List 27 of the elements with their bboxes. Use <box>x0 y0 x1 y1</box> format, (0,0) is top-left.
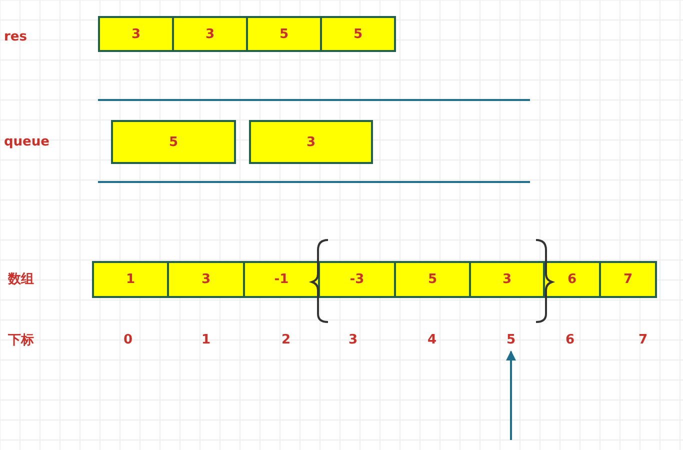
index-label: 4 <box>427 332 437 348</box>
row-label: res <box>4 30 27 44</box>
array-cell: 1 <box>92 261 169 298</box>
array-cell: 7 <box>599 261 657 298</box>
index-label: 0 <box>123 332 133 348</box>
array-cell: 5 <box>394 261 471 298</box>
row-label: 数组 <box>8 271 34 288</box>
array-cell: 3 <box>167 261 245 298</box>
row-label: queue <box>4 134 50 150</box>
result-cell: 5 <box>320 16 396 52</box>
index-label: 2 <box>281 332 291 348</box>
pointer-arrow <box>506 350 516 440</box>
result-cell: 3 <box>172 16 248 52</box>
array-cell: 3 <box>469 261 545 298</box>
queue-cell: 3 <box>249 120 373 164</box>
array-cell: -3 <box>318 261 396 298</box>
index-label: 1 <box>201 332 211 348</box>
queue-cell: 5 <box>111 120 236 164</box>
index-label: 5 <box>506 332 516 348</box>
index-label: 3 <box>348 332 358 348</box>
result-cell: 5 <box>246 16 322 52</box>
result-cell: 3 <box>98 16 174 52</box>
array-cell: -1 <box>243 261 320 298</box>
array-cell: 6 <box>543 261 601 298</box>
row-label: 下标 <box>8 332 34 349</box>
index-label: 7 <box>638 332 648 348</box>
index-label: 6 <box>565 332 575 348</box>
